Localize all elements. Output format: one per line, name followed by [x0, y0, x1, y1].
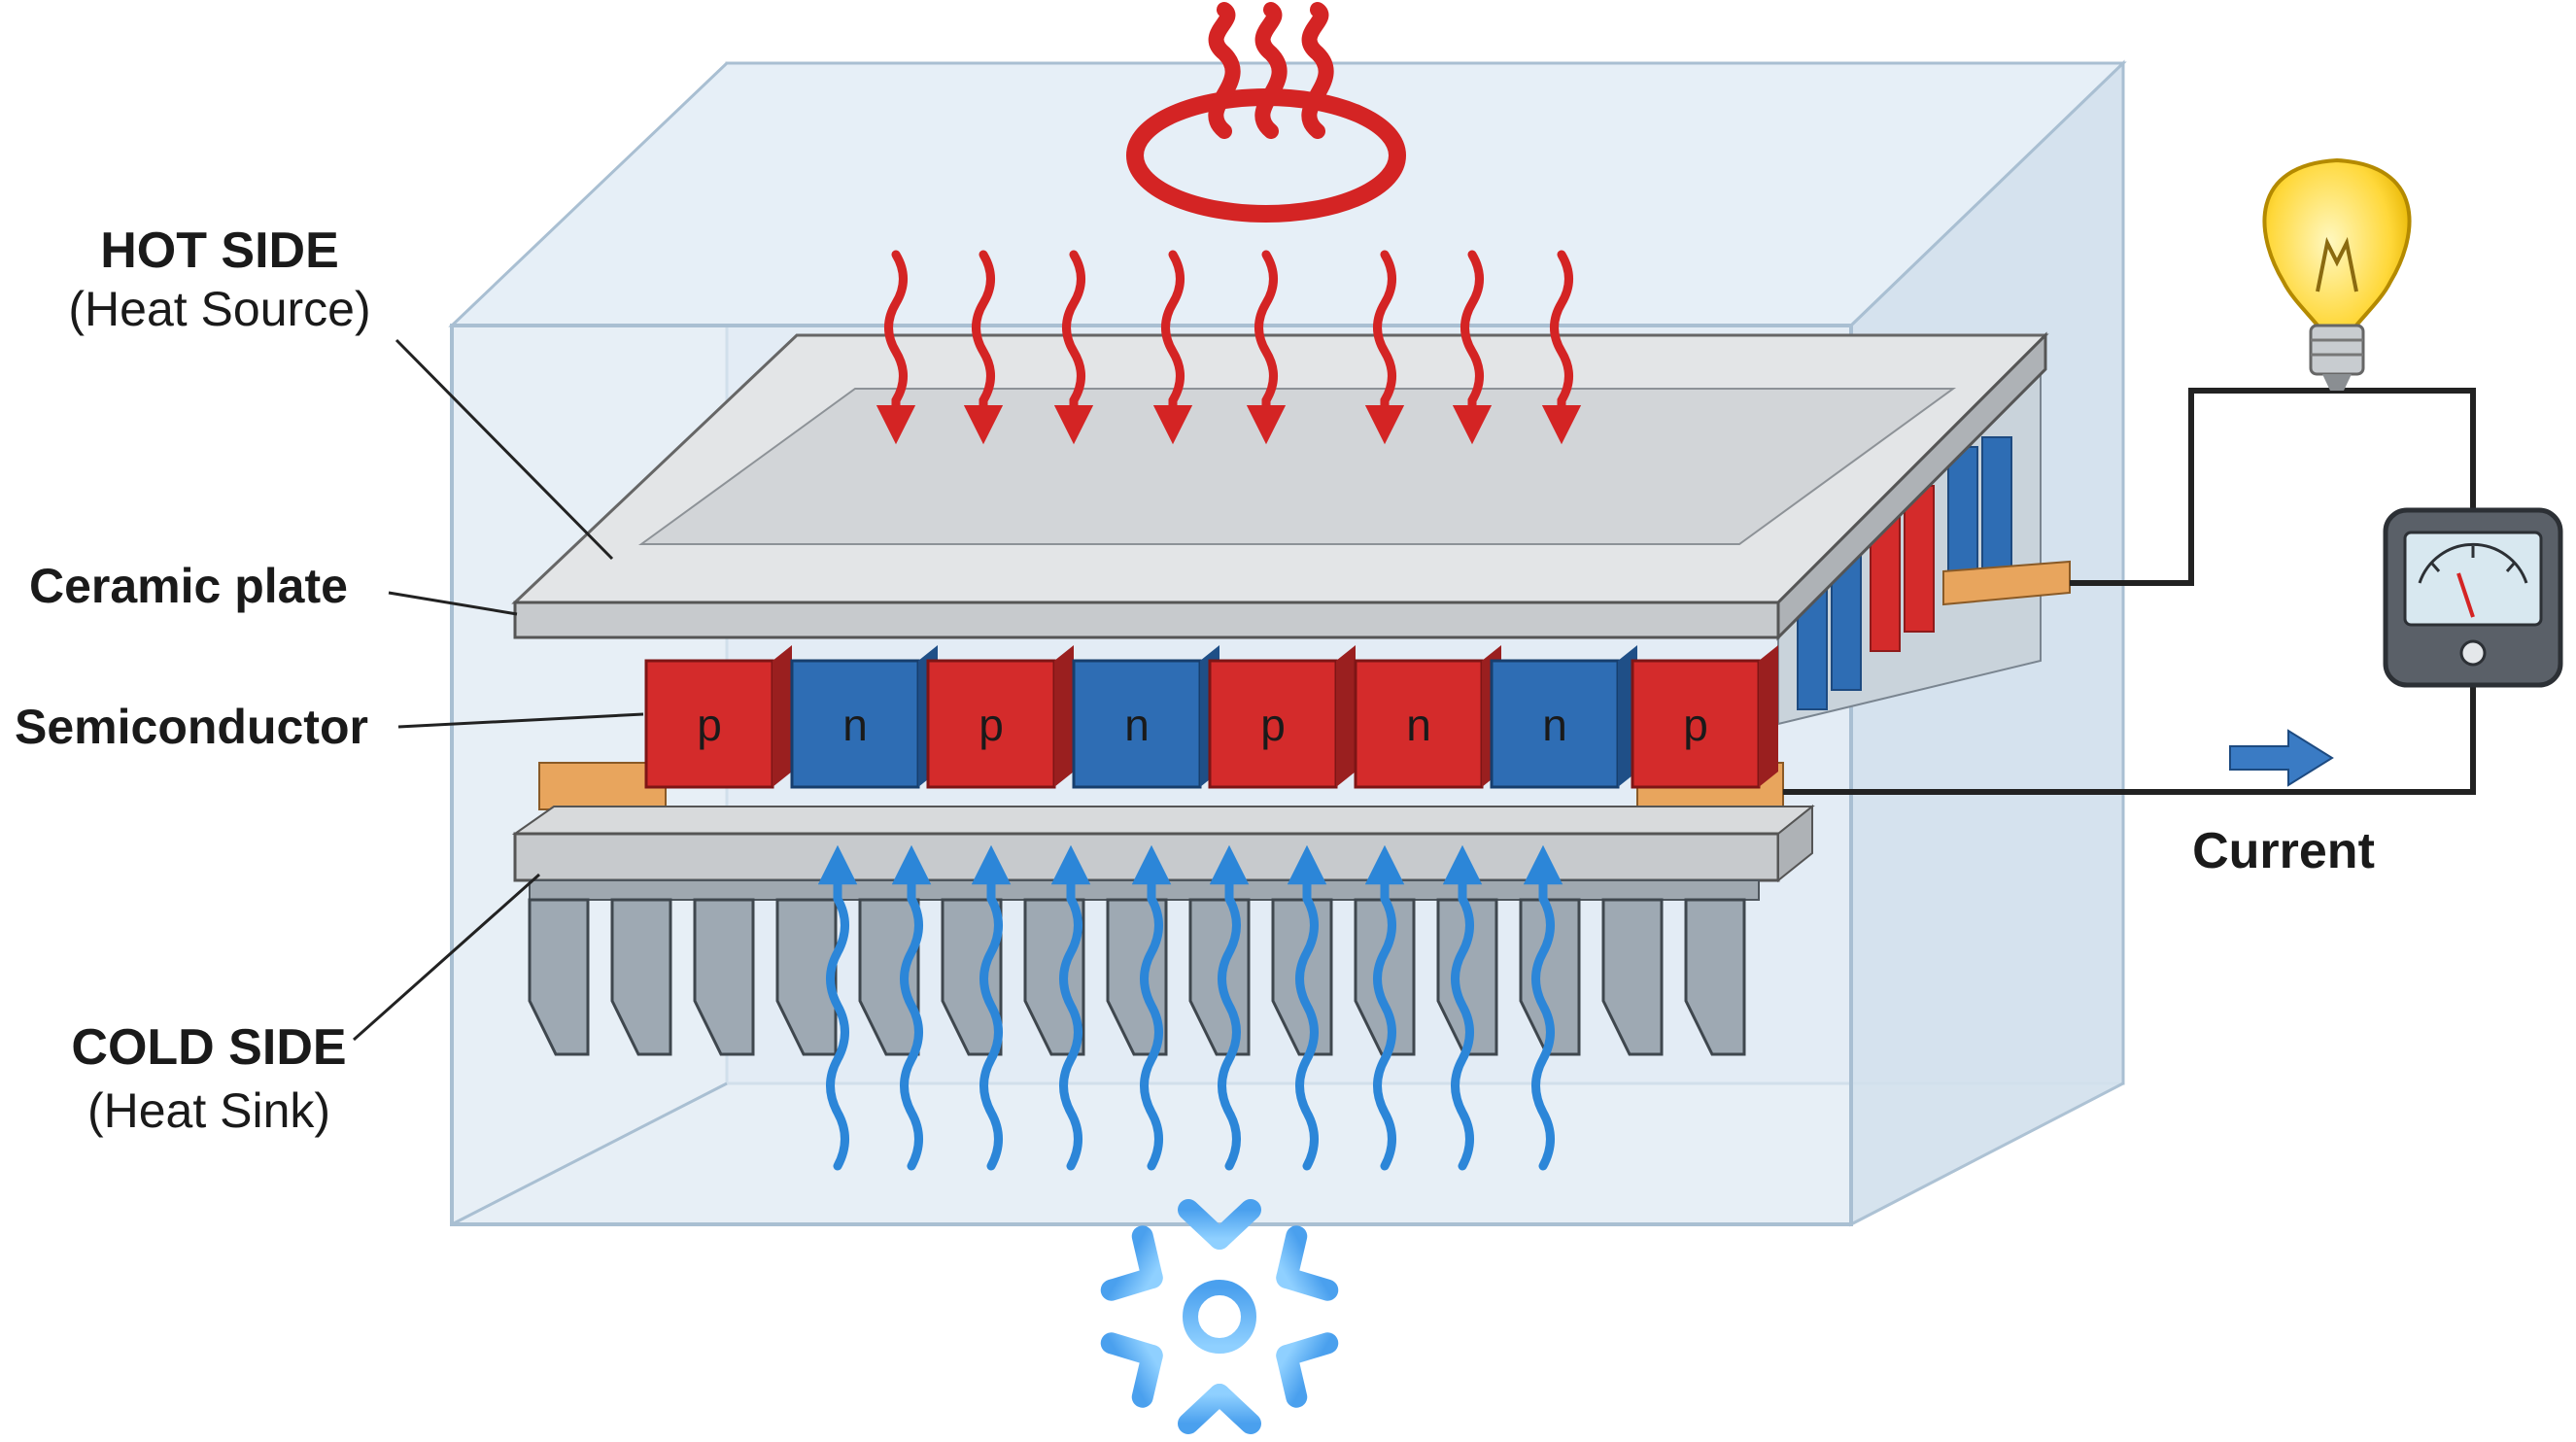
- heat-sink-fins: [528, 898, 1746, 1056]
- cold-arrow: [1050, 844, 1091, 1171]
- heat-arrow: [876, 250, 916, 445]
- leg-label: p: [979, 700, 1004, 750]
- cold-arrow: [1287, 844, 1327, 1171]
- leg-label: n: [842, 700, 868, 750]
- light-bulb-icon: [2262, 157, 2412, 391]
- cold-arrow: [971, 844, 1012, 1171]
- leg-label: p: [697, 700, 722, 750]
- cold-arrows: [817, 844, 1563, 1171]
- cold-arrow: [817, 844, 858, 1171]
- heat-arrow: [1152, 250, 1193, 445]
- cold-arrow: [1442, 844, 1483, 1171]
- ceramic-plate-label: Ceramic plate: [29, 559, 348, 613]
- leg-n: n: [1354, 645, 1501, 789]
- hot-side-title: HOT SIDE: [100, 223, 339, 279]
- semiconductor-label: Semiconductor: [15, 700, 368, 754]
- arrow-right-icon: [2229, 729, 2334, 787]
- current-label: Current: [2192, 823, 2375, 879]
- leg-p: p: [1631, 645, 1778, 789]
- heat-arrows: [876, 250, 1582, 445]
- leg-label: n: [1406, 700, 1431, 750]
- leg-label: n: [1124, 700, 1150, 750]
- cold-side-title: COLD SIDE: [71, 1019, 346, 1076]
- heat-arrow: [1246, 250, 1287, 445]
- heat-waves-icon: [1126, 2, 1406, 223]
- cold-arrow: [1364, 844, 1405, 1171]
- cold-arrow: [1523, 844, 1563, 1171]
- leg-p: p: [1208, 645, 1356, 789]
- heat-arrow: [1053, 250, 1094, 445]
- heat-arrow: [1541, 250, 1582, 445]
- meter-icon: [2383, 507, 2563, 688]
- snowflake-icon: [1100, 1194, 1339, 1439]
- leg-n: n: [1490, 645, 1637, 789]
- leg-label: p: [1260, 700, 1286, 750]
- cold-arrow: [891, 844, 932, 1171]
- cold-ceramic-plate: [511, 804, 1815, 883]
- leg-p: p: [926, 645, 1074, 789]
- leg-label: n: [1542, 700, 1567, 750]
- cold-arrow: [1131, 844, 1172, 1171]
- leg-label: p: [1683, 700, 1708, 750]
- leg-n: n: [1072, 645, 1219, 789]
- heat-arrow: [1364, 250, 1405, 445]
- copper-tab-top-right: [1942, 560, 2071, 606]
- circuit-wires: [1783, 388, 2476, 795]
- leg-n: n: [790, 645, 938, 789]
- heat-arrow: [1452, 250, 1493, 445]
- cold-side-subtitle: (Heat Sink): [87, 1083, 330, 1138]
- leg-p: p: [644, 645, 792, 789]
- heat-arrow: [963, 250, 1004, 445]
- hot-side-subtitle: (Heat Source): [68, 282, 370, 336]
- cold-arrow: [1209, 844, 1250, 1171]
- semiconductor-legs: p n p n p n n: [644, 645, 1778, 789]
- leader-lines: [353, 338, 644, 1042]
